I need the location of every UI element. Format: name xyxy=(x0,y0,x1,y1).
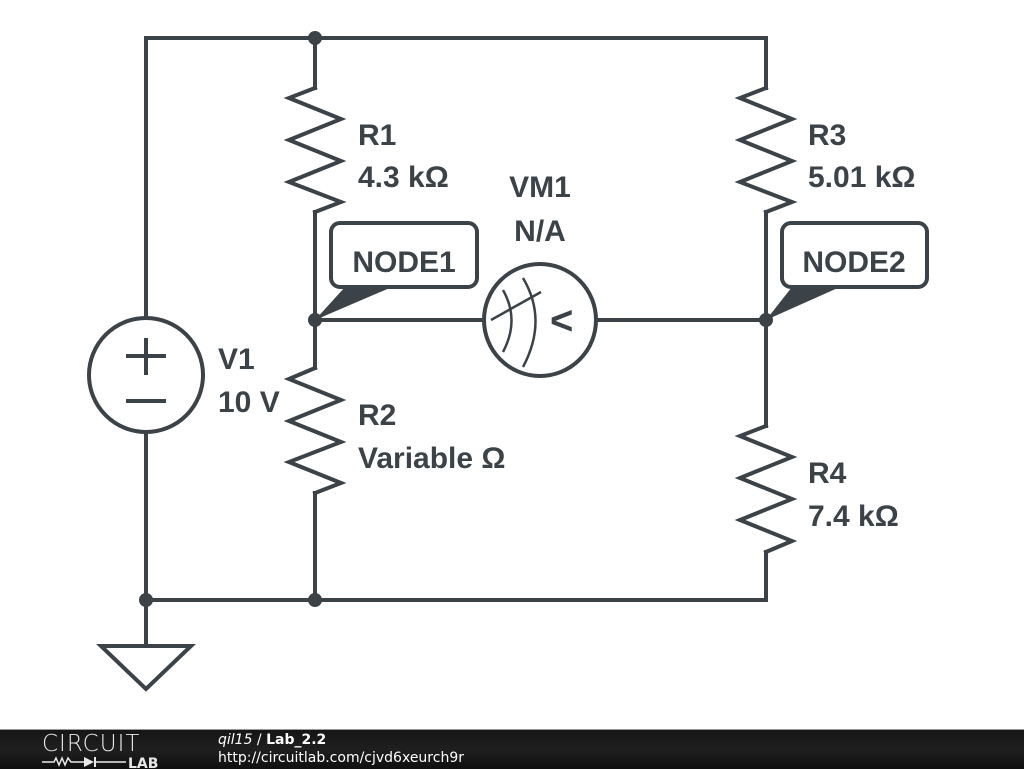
resistor-r4-symbol xyxy=(734,423,798,555)
footer-meta: qil15 / Lab_2.2 http://circuitlab.com/cj… xyxy=(218,731,464,767)
resistor-r3-value: 5.01 kΩ xyxy=(808,161,915,194)
node2-text: NODE2 xyxy=(802,246,905,279)
wires xyxy=(144,36,768,648)
logo-circuit-text: CIRCUIT xyxy=(42,731,140,757)
junction-dot xyxy=(308,593,322,607)
footer-bar: CIRCUIT LAB qil15 / Lab_2.2 http://circu… xyxy=(0,729,1024,769)
meter-icon xyxy=(490,277,542,368)
node1-pointer xyxy=(315,287,392,320)
resistor-r3[interactable]: R3 5.01 kΩ xyxy=(734,85,915,215)
node-label-node2[interactable]: NODE2 xyxy=(766,221,929,320)
resistor-r1-name: R1 xyxy=(358,119,396,152)
footer-circuit-title[interactable]: Lab_2.2 xyxy=(266,732,327,748)
resistor-r1[interactable]: R1 4.3 kΩ xyxy=(283,85,449,215)
resistor-r3-name: R3 xyxy=(808,119,846,152)
resistor-r1-value: 4.3 kΩ xyxy=(358,161,449,194)
voltage-source-circle xyxy=(87,316,205,434)
voltmeter-vm1-name: VM1 xyxy=(509,171,571,204)
voltmeter-vm1-value: N/A xyxy=(514,215,566,248)
voltage-source-v1-name: V1 xyxy=(218,343,255,376)
junction-dot xyxy=(139,593,153,607)
voltmeter-circle xyxy=(482,262,598,378)
footer-separator: / xyxy=(252,732,267,748)
node-label-node1[interactable]: NODE1 xyxy=(315,221,479,320)
wire-bottom xyxy=(144,550,768,602)
wire-top xyxy=(144,36,768,320)
voltage-source-v1[interactable]: V1 10 V xyxy=(87,316,280,434)
resistor-r2[interactable]: R2 Variable Ω xyxy=(283,365,505,496)
resistor-r2-value: Variable Ω xyxy=(358,442,505,475)
voltmeter-v-icon: < xyxy=(550,299,573,343)
resistor-r3-symbol xyxy=(734,85,798,215)
footer-title-line: qil15 / Lab_2.2 xyxy=(218,731,464,749)
circuit-schematic: R1 4.3 kΩ R2 Variable Ω R3 5.01 kΩ R4 7.… xyxy=(87,31,929,692)
resistor-r4[interactable]: R4 7.4 kΩ xyxy=(734,423,899,555)
voltage-source-v1-value: 10 V xyxy=(218,386,280,419)
ground-icon xyxy=(96,644,196,692)
resistor-r2-symbol xyxy=(283,365,347,496)
voltmeter-vm1[interactable]: < VM1 N/A xyxy=(482,171,598,378)
logo-diode-icon xyxy=(84,757,94,767)
node2-box xyxy=(780,221,929,289)
footer-user-link[interactable]: qil15 xyxy=(218,732,253,748)
resistor-r4-value: 7.4 kΩ xyxy=(808,500,899,533)
node2-pointer xyxy=(766,287,840,320)
junction-dot xyxy=(308,31,322,45)
resistor-r2-name: R2 xyxy=(358,399,396,432)
resistor-r4-name: R4 xyxy=(808,457,847,490)
node1-text: NODE1 xyxy=(352,246,455,279)
node1-box xyxy=(329,221,479,289)
plus-icon xyxy=(126,338,166,375)
footer-url[interactable]: http://circuitlab.com/cjvd6xeurch9r xyxy=(218,750,464,766)
circuitlab-logo[interactable]: CIRCUIT LAB xyxy=(42,730,177,769)
resistor-r1-symbol xyxy=(283,85,347,215)
logo-lab-text: LAB xyxy=(128,756,158,769)
logo-resistor-icon xyxy=(42,756,84,767)
